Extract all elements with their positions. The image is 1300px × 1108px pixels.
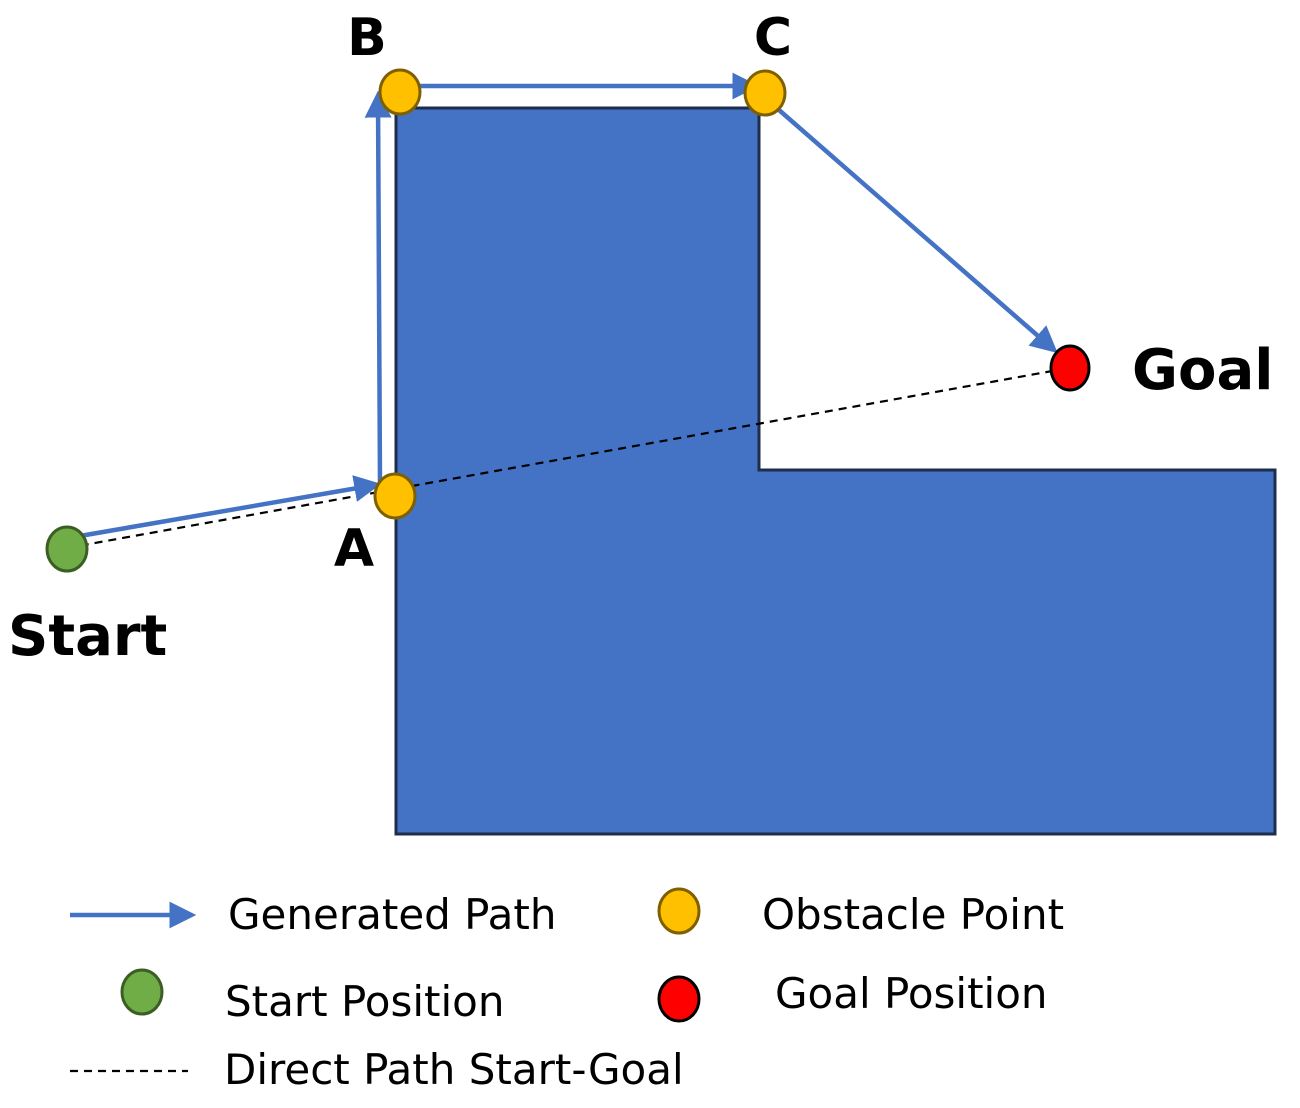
label-start: Start xyxy=(8,604,167,669)
legend-obstacle-point-label: Obstacle Point xyxy=(762,890,1064,939)
obstacle-point-a xyxy=(373,472,417,520)
obstacle-point-b xyxy=(378,68,422,116)
path-segment-a-to-b xyxy=(364,90,392,486)
start-node xyxy=(45,525,89,573)
legend: Generated Path Obstacle Point Start Posi… xyxy=(70,887,1064,1094)
legend-generated-path-label: Generated Path xyxy=(228,890,556,939)
legend-obstacle-point-swatch xyxy=(657,887,701,935)
direct-path-line xyxy=(66,366,1070,550)
legend-goal-position-swatch xyxy=(657,975,701,1023)
label-b: B xyxy=(347,8,387,68)
legend-start-position-swatch xyxy=(120,968,164,1016)
obstacle-shape xyxy=(394,106,1277,836)
path-segment-c-to-goal xyxy=(777,108,1058,354)
obstacle-point-c xyxy=(743,69,787,117)
legend-direct-path-label: Direct Path Start-Goal xyxy=(224,1045,684,1094)
label-c: C xyxy=(754,8,792,68)
goal-node xyxy=(1049,344,1091,392)
label-goal: Goal xyxy=(1132,338,1273,403)
path-segment-start-to-a xyxy=(73,475,382,540)
legend-start-position-label: Start Position xyxy=(225,977,504,1026)
label-a: A xyxy=(334,519,374,579)
legend-goal-position-label: Goal Position xyxy=(775,969,1048,1018)
